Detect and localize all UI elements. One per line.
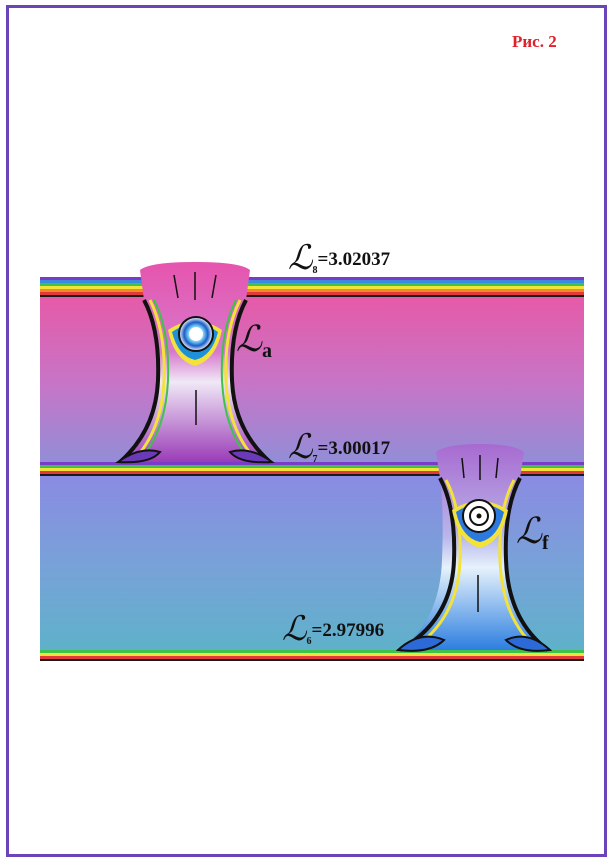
middle-rainbow-line	[40, 462, 584, 476]
cell-a-funnel	[115, 262, 275, 464]
bottom-rainbow-line	[40, 650, 584, 661]
level-label-7: ℒ7=3.00017	[288, 429, 391, 466]
top-rainbow-line	[40, 277, 584, 297]
figure-label: Рис. 2	[512, 32, 557, 51]
level-label-6: ℒ6=2.97996	[282, 611, 385, 648]
cell-label-f: ℒf	[516, 511, 549, 554]
cell-f-funnel	[395, 444, 553, 652]
cell-label-a: ℒa	[236, 319, 272, 362]
level-label-8: ℒ8=3.02037	[288, 240, 391, 277]
upper-band	[40, 296, 584, 468]
